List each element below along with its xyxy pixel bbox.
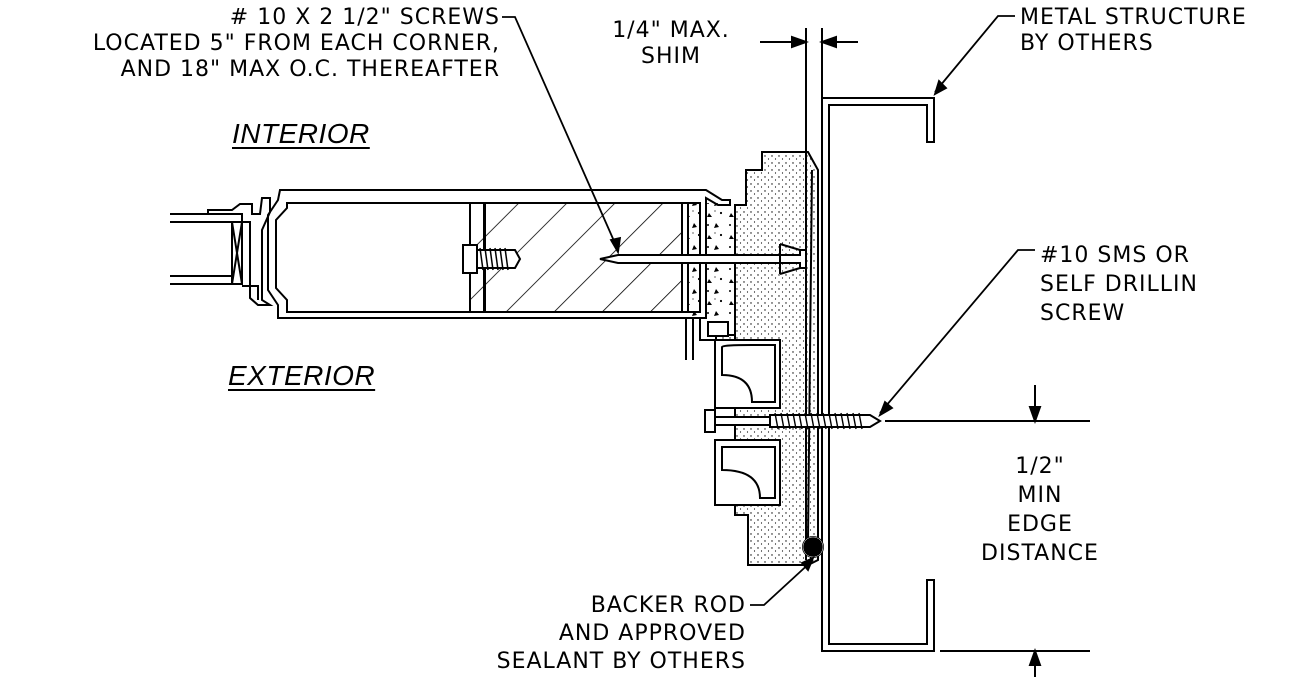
edge-distance-callout: 1/2" MIN EDGE DISTANCE [965,452,1115,568]
metal-structure-callout: METAL STRUCTURE BY OTHERS [1020,5,1247,57]
backer-rod-line-2: AND APPROVED [558,621,746,646]
metal-structure-line-1: METAL STRUCTURE [1020,5,1247,30]
shim-line-2: SHIM [641,44,701,69]
edge-distance-line-3: EDGE [1007,512,1073,537]
glazing-sash [170,197,274,306]
sms-screw-line-2: SELF DRILLIN [1040,272,1198,297]
edge-distance-line-1: 1/2" [1015,454,1065,479]
anchor-screw-line-3: AND 18" MAX O.C. THEREAFTER [120,57,500,82]
shim-callout: 1/4" MAX. SHIM [596,18,746,70]
interior-label: INTERIOR [232,118,370,149]
anchor-screw-line-2: LOCATED 5" FROM EACH CORNER, [92,31,500,56]
backer-rod-callout: BACKER ROD AND APPROVED SEALANT BY OTHER… [400,592,746,676]
metal-structure-channel [821,97,935,652]
edge-distance-dimension [885,385,1090,677]
backer-rod [802,536,824,558]
sms-screw [704,409,882,433]
anchor-screw [462,243,807,275]
shim-line-1: 1/4" MAX. [612,18,730,43]
edge-distance-line-2: MIN [1017,483,1063,508]
sms-screw-line-1: #10 SMS OR [1040,243,1190,268]
backer-rod-line-1: BACKER ROD [590,593,746,618]
metal-structure-line-2: BY OTHERS [1020,31,1154,56]
window-frame-profile [267,189,736,360]
leader-lines [502,15,1035,606]
exterior-label: EXTERIOR [228,360,376,391]
sms-screw-callout: #10 SMS OR SELF DRILLIN SCREW [1040,241,1198,328]
anchor-screw-line-1: # 10 X 2 1/2" SCREWS [229,5,500,30]
edge-distance-line-4: DISTANCE [981,541,1099,566]
backer-rod-line-3: SEALANT BY OTHERS [496,649,746,674]
sms-screw-line-3: SCREW [1040,301,1126,326]
anchor-screw-callout: # 10 X 2 1/2" SCREWS LOCATED 5" FROM EAC… [0,5,500,83]
